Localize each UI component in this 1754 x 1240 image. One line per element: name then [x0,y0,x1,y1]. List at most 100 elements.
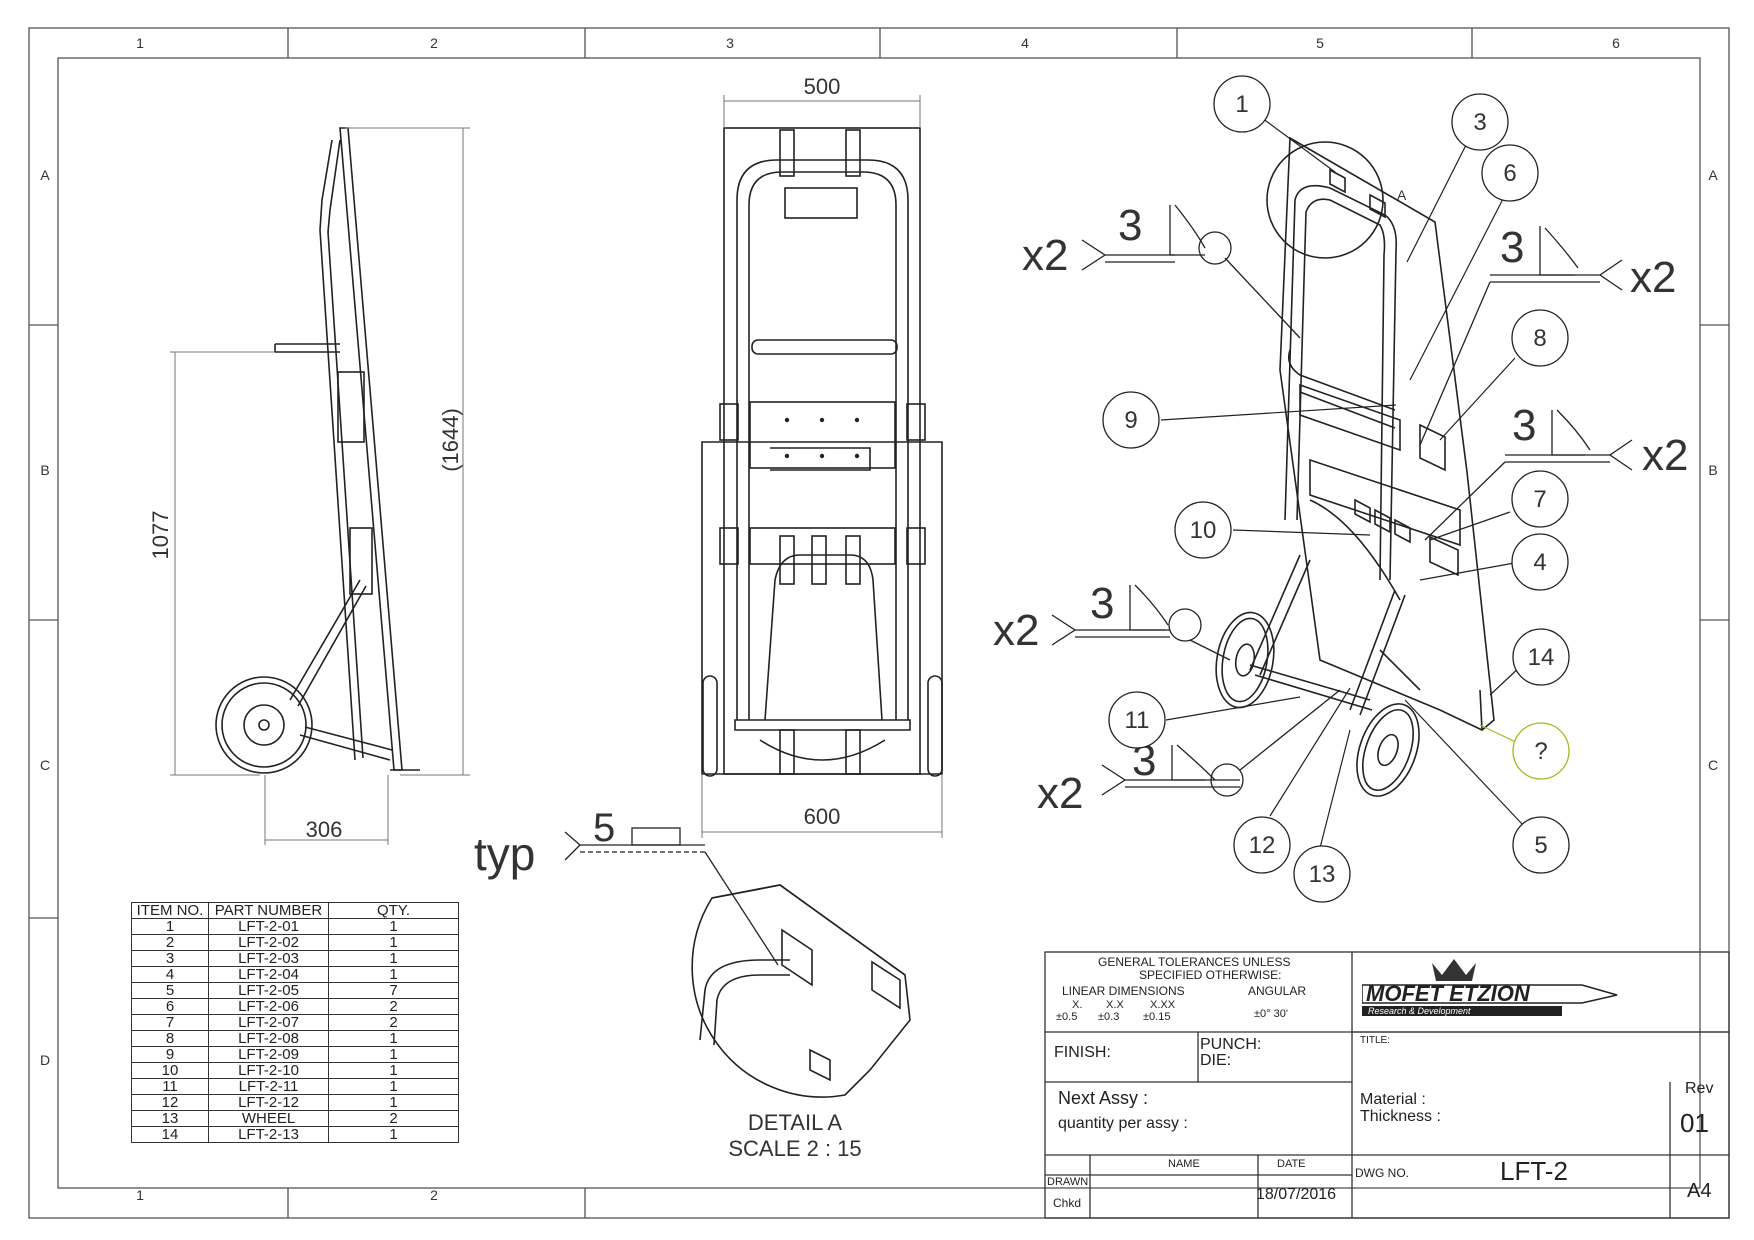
weld-qty-2: x2 [1630,253,1676,302]
col-5: 5 [1316,35,1324,51]
balloon-4: 4 [1511,533,1569,591]
dim-top-width: 500 [804,74,841,99]
bom-qty: 2 [328,1110,459,1127]
bom-header-qty: QTY. [328,902,459,919]
bom-part-number: WHEEL [208,1110,329,1127]
bom-qty: 1 [328,966,459,983]
bom-part-number: LFT-2-13 [208,1126,329,1143]
row-d: D [40,1052,50,1068]
svg-text:?: ? [1534,738,1547,765]
bom-header-part: PART NUMBER [208,902,329,919]
bom-part-number: LFT-2-06 [208,998,329,1015]
bom-part-number: LFT-2-07 [208,1014,329,1031]
bom-qty: 1 [328,934,459,951]
row-a-right: A [1708,167,1718,183]
bom-qty: 2 [328,998,459,1015]
bom-item-no: 10 [131,1062,209,1079]
svg-text:7: 7 [1533,486,1546,513]
tol-angular-value: ±0° 30' [1254,1008,1288,1020]
svg-text:10: 10 [1190,517,1217,544]
col-3: 3 [726,35,734,51]
bom-part-number: LFT-2-02 [208,934,329,951]
svg-text:4: 4 [1533,549,1546,576]
bom-part-number: LFT-2-11 [208,1078,329,1095]
title-block-frame [1044,951,1730,1219]
balloon-11: 11 [1108,691,1166,749]
weld-qty-5: x2 [1037,769,1083,818]
weld-symbols-iso [1051,204,1633,797]
bom-part-number: LFT-2-09 [208,1046,329,1063]
bom-header-item: ITEM NO. [131,902,209,919]
row-c-right: C [1708,757,1718,773]
bom-part-number: LFT-2-05 [208,982,329,999]
balloon-5: 5 [1512,816,1570,874]
punch-label: PUNCH: [1200,1036,1262,1053]
bom-qty: 2 [328,1014,459,1031]
balloon-12: 12 [1233,816,1291,874]
bom-qty: 1 [328,1046,459,1063]
weld-symbol-detail [564,827,779,966]
weld-detail-size: 5 [593,806,615,850]
bom-qty: 1 [328,1126,459,1143]
weld-size-3: 3 [1512,401,1536,450]
bom-part-number: LFT-2-12 [208,1094,329,1111]
bom-item-no: 9 [131,1046,209,1063]
dim-overall-height: (1644) [438,408,463,472]
weld-iso-texts: x2 3 3 x2 3 x2 x2 3 x2 3 [993,201,1688,818]
drawn-date: 18/07/2016 [1256,1186,1337,1203]
front-view-holes [784,417,860,459]
bom-item-no: 14 [131,1126,209,1143]
bom-part-number: LFT-2-08 [208,1030,329,1047]
company-logo: MOFET ETZION Research & Development [1361,955,1622,1035]
svg-text:13: 13 [1309,861,1336,888]
tol-xx: X.X [1106,999,1124,1011]
detail-a-scale: SCALE 2 : 15 [728,1136,861,1161]
tol-linear: LINEAR DIMENSIONS [1062,984,1185,998]
weld-qty-1: x2 [1022,231,1068,280]
name-label: NAME [1168,1158,1200,1170]
tol-x-value: ±0.5 [1056,1011,1078,1023]
thickness-label: Thickness : [1360,1108,1441,1125]
front-view-dims [701,95,943,838]
rev-value: 01 [1680,1108,1709,1138]
dwg-no-value: LFT-2 [1500,1156,1568,1186]
bom-item-no: 7 [131,1014,209,1031]
bom-item-no: 3 [131,950,209,967]
side-view [215,127,420,774]
title-label: TITLE: [1360,1035,1391,1046]
bom-part-number: LFT-2-01 [208,918,329,935]
balloon-10: 10 [1174,501,1232,559]
balloon-8: 8 [1511,309,1569,367]
dim-side-height: 1077 [148,511,173,560]
front-view [701,127,943,777]
row-b: B [40,462,49,478]
svg-text:6: 6 [1503,160,1516,187]
bom-qty: 1 [328,1078,459,1095]
svg-text:14: 14 [1528,644,1555,671]
svg-text:9: 9 [1124,407,1137,434]
bom-qty: 1 [328,950,459,967]
svg-text:5: 5 [1534,832,1547,859]
tol-x: X. [1072,999,1083,1011]
svg-text:12: 12 [1249,832,1276,859]
bom-part-number: LFT-2-10 [208,1062,329,1079]
balloon-7: 7 [1511,470,1569,528]
bom-qty: 1 [328,1030,459,1047]
weld-size-4: 3 [1090,579,1114,628]
col-4: 4 [1021,35,1029,51]
crown-icon [1432,959,1476,981]
die-label: DIE: [1200,1052,1232,1069]
col-6: 6 [1612,35,1620,51]
balloon-6: 6 [1481,144,1539,202]
bom-item-no: 2 [131,934,209,951]
